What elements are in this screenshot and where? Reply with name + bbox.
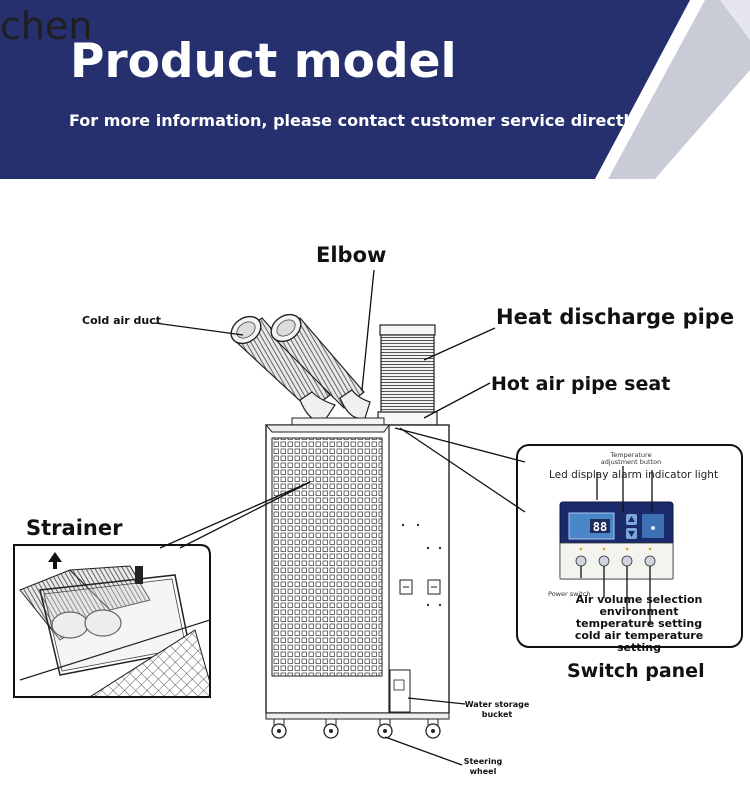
up-arrow-icon xyxy=(628,516,635,522)
switch-panel-inset: 88 xyxy=(516,444,743,648)
cold-air-duct-left xyxy=(230,315,331,411)
cold-air-setting-button[interactable] xyxy=(644,555,656,567)
air-volume-button[interactable] xyxy=(598,555,610,567)
cabinet xyxy=(264,417,450,720)
elbow-joints xyxy=(299,389,371,422)
cold-air-duct-right xyxy=(270,313,365,409)
banner-stripe-light xyxy=(720,0,750,40)
strainer-inset xyxy=(13,544,211,698)
label-water-storage-bucket: Water storage bucket xyxy=(464,700,530,719)
banner-background xyxy=(0,0,690,179)
power-switch-button[interactable] xyxy=(575,555,587,567)
label-air-volume-selection: Air volume selection environment tempera… xyxy=(574,593,704,654)
label-power-switch: Power switch xyxy=(548,590,591,598)
wheel xyxy=(271,718,287,739)
page-subtitle: For more information, please contact cus… xyxy=(69,111,640,130)
label-switch-panel: Switch panel xyxy=(567,660,705,682)
led-display-value: 88 xyxy=(593,520,607,534)
wheel xyxy=(377,718,393,739)
label-cold-air-duct: Cold air duct xyxy=(82,314,162,327)
page-title: Product model xyxy=(70,34,457,89)
down-arrow-icon xyxy=(628,531,635,537)
up-arrow-icon xyxy=(48,552,62,562)
label-hot-air-pipe-seat: Hot air pipe seat xyxy=(491,373,671,395)
banner-stripe xyxy=(608,0,750,179)
header-banner xyxy=(0,0,750,179)
label-led-display-alarm: Led display alarm indicator light xyxy=(549,469,719,481)
label-strainer: Strainer xyxy=(26,516,123,540)
temperature-setting-button[interactable] xyxy=(621,555,633,567)
wheel xyxy=(323,718,339,739)
wheel xyxy=(425,718,441,739)
label-heat-discharge-pipe: Heat discharge pipe xyxy=(496,305,735,329)
label-steering-wheel: Steering wheel xyxy=(463,757,503,776)
heat-discharge-pipe xyxy=(377,324,438,426)
steering-wheels xyxy=(271,718,441,739)
label-elbow: Elbow xyxy=(316,243,387,267)
label-temperature-adjustment-button: Temperature adjustment button xyxy=(600,451,662,466)
watermark-text: chen xyxy=(0,4,93,48)
leader-lines xyxy=(154,269,653,766)
